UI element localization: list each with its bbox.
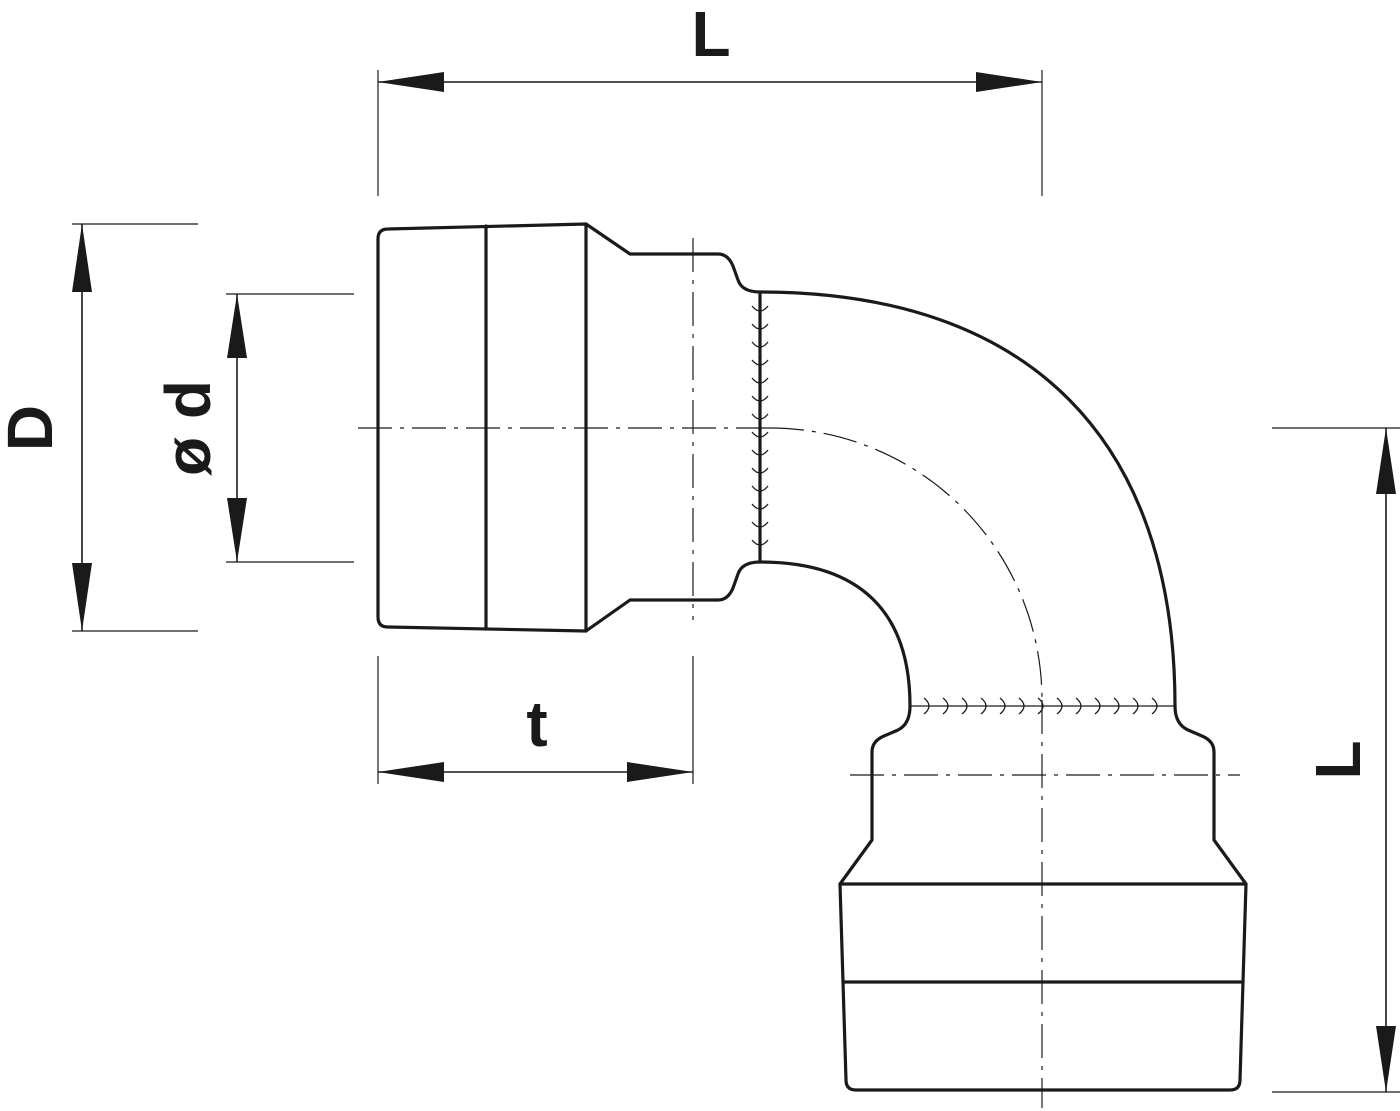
- weld-bead: [1018, 697, 1025, 715]
- weld-bead: [1037, 697, 1044, 715]
- weld-bead: [751, 377, 769, 384]
- label-inner-diameter: ø d: [152, 380, 224, 476]
- weld-bead: [751, 341, 769, 348]
- weld-bead: [751, 539, 769, 546]
- arrow-right: [976, 72, 1042, 92]
- left-socket: [376, 222, 762, 633]
- weld-bead: [980, 697, 987, 715]
- weld-beads-left: [751, 305, 769, 546]
- arrow-left: [378, 72, 444, 92]
- weld-bead: [751, 431, 769, 438]
- dimension-socket-depth: [378, 762, 693, 782]
- label-length-right: L: [1302, 740, 1374, 779]
- arrow-down: [1376, 1026, 1396, 1092]
- weld-bead: [1075, 697, 1082, 715]
- arrow-down: [72, 563, 92, 631]
- weld-bead: [1094, 697, 1101, 715]
- weld-bead: [1113, 697, 1120, 715]
- weld-bead: [751, 521, 769, 528]
- weld-bead: [1056, 697, 1063, 715]
- dimension-right-length: [1376, 428, 1396, 1092]
- weld-bead: [1132, 697, 1139, 715]
- arrow-down: [227, 498, 247, 562]
- weld-bead: [751, 395, 769, 402]
- weld-bead: [942, 697, 949, 715]
- weld-bead: [999, 697, 1006, 715]
- weld-bead: [751, 467, 769, 474]
- label-length-top: L: [691, 0, 730, 70]
- weld-bead: [751, 485, 769, 492]
- centerline-bend: [769, 427, 1043, 701]
- elbow-bend: [758, 290, 1177, 708]
- arrow-left: [378, 762, 444, 782]
- weld-bead: [751, 323, 769, 330]
- weld-bead: [751, 413, 769, 420]
- left-socket-outline: [376, 222, 762, 633]
- dimension-labels: L D ø d t L: [0, 0, 1374, 780]
- dimension-outer-diameter: [72, 224, 92, 631]
- arrow-right: [627, 762, 693, 782]
- dimension-inner-diameter: [227, 294, 247, 562]
- extension-lines: [72, 70, 1400, 1093]
- weld-bead: [961, 697, 968, 715]
- dimension-top-length: [378, 72, 1042, 92]
- bend-outer-arc: [758, 290, 1177, 708]
- bottom-socket-outline: [838, 704, 1248, 1092]
- label-socket-depth: t: [526, 688, 547, 760]
- centerlines: [358, 238, 1240, 1108]
- weld-bead: [751, 305, 769, 312]
- weld-bead: [751, 449, 769, 456]
- bottom-socket: [838, 704, 1248, 1092]
- arrow-up: [72, 224, 92, 292]
- weld-beads-bottom: [923, 697, 1158, 715]
- weld-bead: [923, 697, 930, 715]
- weld-bead: [1151, 697, 1158, 715]
- arrow-up: [227, 294, 247, 358]
- label-outer-diameter: D: [0, 405, 66, 451]
- bend-inner-arc: [758, 560, 912, 708]
- weld-bead: [751, 503, 769, 510]
- arrow-up: [1376, 428, 1396, 494]
- weld-bead: [751, 359, 769, 366]
